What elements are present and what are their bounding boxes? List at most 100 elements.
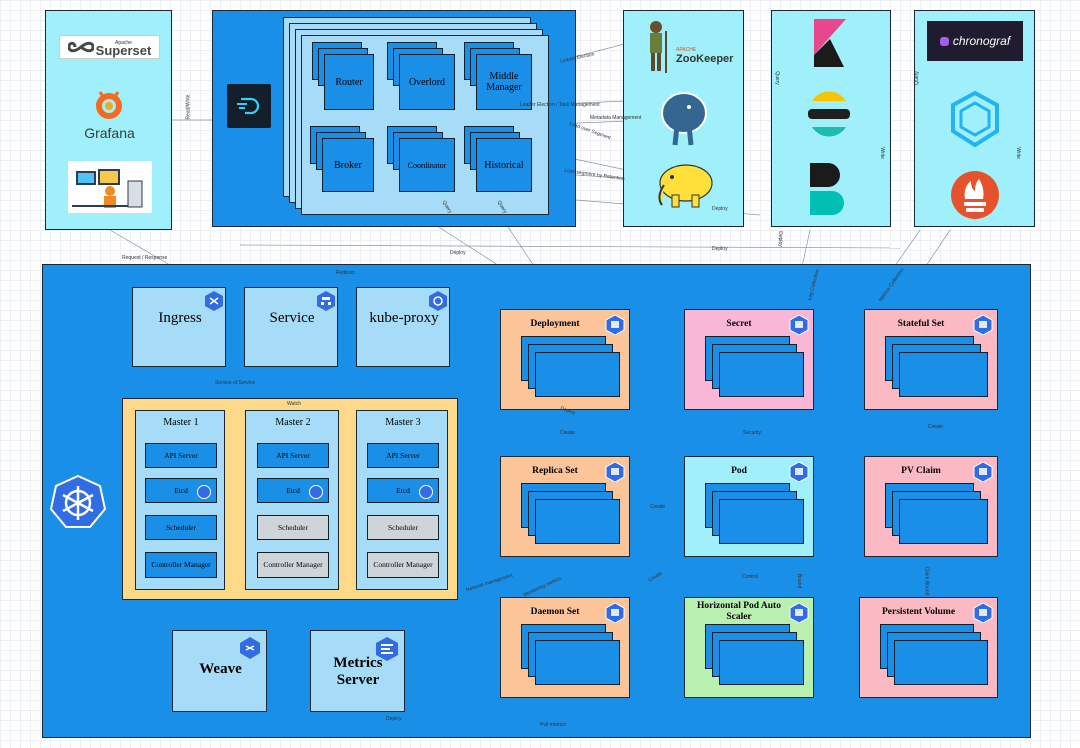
master-2-etcd[interactable]: Etcd — [257, 478, 329, 503]
edge-label-read-write: Read/Write — [185, 94, 192, 120]
zookeeper-name: ZooKeeper — [676, 53, 734, 65]
edge-label-redirect: Redirect — [336, 270, 355, 276]
master-3-scheduler[interactable]: Scheduler — [367, 515, 439, 540]
resource-kind-icon — [605, 461, 625, 483]
prometheus-icon — [951, 171, 999, 219]
developer-illustration — [68, 161, 152, 213]
grafana-icon — [95, 91, 122, 119]
kubernetes-helm-icon — [50, 474, 106, 528]
master-1-etcd[interactable]: Etcd — [145, 478, 217, 503]
postgresql-elephant-icon — [661, 92, 707, 146]
resource-instance-card — [535, 499, 620, 544]
druid-broker-node[interactable]: Broker — [322, 138, 374, 192]
resource-instance-card — [719, 352, 804, 397]
metrics-server-label: Metrics Server — [333, 655, 383, 688]
resource-label: Replica Set — [532, 465, 578, 476]
edge-label-create-1: Create — [560, 430, 576, 436]
beats-icon — [810, 163, 844, 215]
master-3-etcd-label: Etcd — [396, 486, 410, 495]
resource-box-7[interactable]: Horizontal Pod Auto Scaler — [684, 597, 814, 698]
resource-box-3[interactable]: Replica Set — [500, 456, 630, 557]
developer-desk-icon — [72, 169, 143, 208]
master-2-api-server[interactable]: API Server — [257, 443, 329, 468]
elk-stack-panel — [771, 10, 891, 227]
resource-box-0[interactable]: Deployment — [500, 309, 630, 410]
resource-kind-icon — [605, 314, 625, 336]
master-1-scheduler[interactable]: Scheduler — [145, 515, 217, 540]
druid-overlord-node[interactable]: Overlord — [399, 54, 455, 110]
druid-middle-manager-node[interactable]: Middle Manager — [476, 54, 532, 110]
kube-proxy-icon — [428, 291, 448, 311]
resource-box-6[interactable]: Daemon Set — [500, 597, 630, 698]
resource-label: Stateful Set — [897, 318, 945, 329]
master-2-controller-manager[interactable]: Controller Manager — [257, 552, 329, 578]
kube-proxy-label: kube-proxy — [369, 310, 439, 326]
resource-box-8[interactable]: Persistent Volume — [859, 597, 998, 698]
edge-label-security: Security — [743, 430, 762, 436]
master-3-controller-manager[interactable]: Controller Manager — [367, 552, 439, 578]
edge-label-deploy-lower: Deploy — [386, 716, 402, 722]
resource-kind-icon — [973, 602, 993, 624]
zookeeper-keeper-icon — [650, 21, 667, 73]
master-1-etcd-label: Etcd — [174, 486, 188, 495]
master-2-scheduler[interactable]: Scheduler — [257, 515, 329, 540]
dependencies-panel: APACHE ZooKeeper — [623, 10, 744, 227]
service-box[interactable]: Service — [244, 287, 338, 367]
druid-router-node[interactable]: Router — [324, 54, 374, 110]
superset-infinity-icon — [67, 41, 94, 53]
elasticsearch-icon — [808, 91, 850, 137]
edge-label-deploy-1: Deploy — [712, 206, 728, 212]
resource-label: PV Claim — [901, 465, 941, 476]
edge-label-leader-task: Leader Election / Task Management — [520, 102, 600, 108]
master-1-box: Master 1 API Server Etcd Scheduler Contr… — [135, 410, 225, 590]
master-3-api-server[interactable]: API Server — [367, 443, 439, 468]
resource-instance-card — [719, 499, 804, 544]
druid-coordinator-node[interactable]: Coordinator — [399, 138, 455, 192]
resource-kind-icon — [789, 602, 809, 624]
resource-kind-icon — [605, 602, 625, 624]
chronograf-logo: chronograf — [927, 21, 1023, 61]
resource-instance-card — [899, 352, 988, 397]
resource-instance-card — [894, 640, 988, 685]
superset-name: Superset — [95, 43, 152, 58]
resource-box-5[interactable]: PV Claim — [864, 456, 998, 557]
edge-label-bound: Bound — [796, 573, 803, 589]
etcd-icon — [309, 485, 323, 499]
resource-box-1[interactable]: Secret — [684, 309, 814, 410]
metrics-server-box[interactable]: Metrics Server — [310, 630, 405, 712]
edge-label-create-3: Create — [650, 504, 666, 510]
resource-label: Deployment — [530, 318, 580, 329]
resource-kind-icon — [973, 314, 993, 336]
resource-label: Daemon Set — [530, 606, 580, 617]
edge-label-write-elk: Write — [878, 147, 885, 159]
resource-label: Horizontal Pod Auto Scaler — [697, 601, 781, 622]
master-1-title: Master 1 — [163, 417, 199, 428]
resource-box-4[interactable]: Pod — [684, 456, 814, 557]
ingress-box[interactable]: Ingress — [132, 287, 226, 367]
hadoop-elephant-icon — [658, 164, 713, 208]
resource-label: Pod — [731, 465, 747, 476]
master-1-controller-manager[interactable]: Controller Manager — [145, 552, 217, 578]
edge-label-request-response: Request / Response — [122, 255, 168, 261]
chronograf-icon — [939, 36, 949, 46]
resource-kind-icon — [789, 314, 809, 336]
resource-instance-card — [899, 499, 988, 544]
kube-proxy-box[interactable]: kube-proxy — [356, 287, 450, 367]
edge-label-pull-metrics: Pull metrics — [540, 722, 566, 728]
druid-icon — [237, 97, 260, 115]
kibana-icon — [814, 19, 846, 67]
edge-label-watch: Watch — [287, 401, 301, 407]
service-label: Service — [269, 310, 315, 326]
master-1-api-server[interactable]: API Server — [145, 443, 217, 468]
edge-label-deploy-2: Deploy — [712, 246, 728, 252]
resource-kind-icon — [973, 461, 993, 483]
weave-label: Weave — [199, 661, 242, 677]
resource-label: Secret — [726, 318, 752, 329]
service-icon — [316, 291, 336, 311]
weave-box[interactable]: Weave — [172, 630, 267, 712]
druid-historical-node[interactable]: Historical — [476, 138, 532, 192]
metrics-server-icon — [375, 637, 399, 661]
resource-box-2[interactable]: Stateful Set — [864, 309, 998, 410]
master-3-etcd[interactable]: Etcd — [367, 478, 439, 503]
zookeeper-sub: APACHE — [676, 47, 697, 53]
